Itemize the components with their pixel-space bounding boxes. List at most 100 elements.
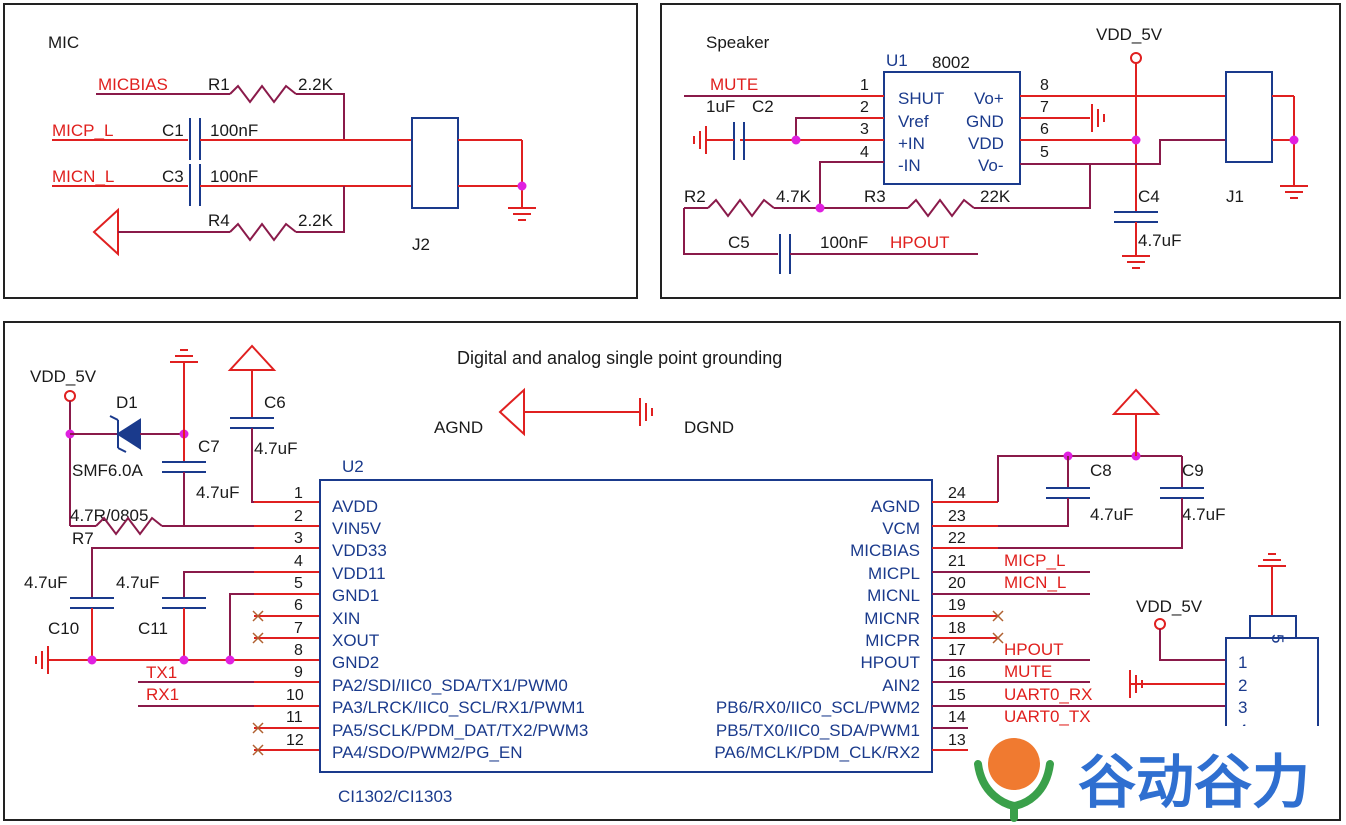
u2-pin-name: AIN2 <box>882 676 920 695</box>
u2-pin-num: 20 <box>948 575 966 592</box>
ground-symbol <box>1279 185 1309 199</box>
logo-orange-dot <box>988 738 1040 790</box>
u2-pin-name: GND2 <box>332 653 379 672</box>
c9-value: 4.7uF <box>1182 505 1225 524</box>
j1-ref: J1 <box>1226 187 1244 206</box>
c1-ref: C1 <box>162 121 184 140</box>
u2-pin-name: HPOUT <box>861 653 921 672</box>
u2-pin-num: 23 <box>948 508 966 525</box>
u2-pin-num: 3 <box>294 530 303 547</box>
u2-pin-name: GND1 <box>332 586 379 605</box>
c5-ref: C5 <box>728 233 750 252</box>
ground-symbol <box>639 397 653 427</box>
u2-pin-name: PA3/LRCK/IIC0_SCL/RX1/PWM1 <box>332 698 585 717</box>
u2-pin-num: 8 <box>294 642 303 659</box>
net-label-micn-l: MICN_L <box>1004 573 1066 592</box>
agnd-arrow-symbol <box>227 344 277 371</box>
r2-ref: R2 <box>684 187 706 206</box>
junction-dot <box>1131 135 1141 145</box>
u1-pin-name: SHUT <box>898 89 944 108</box>
u2-pin-name: MICNL <box>867 586 920 605</box>
mic-panel-frame <box>3 3 638 299</box>
c4-value: 4.7uF <box>1138 231 1181 250</box>
u2-pin-name: MICPR <box>865 631 920 650</box>
ground-symbol <box>693 125 707 155</box>
u2-pin-num: 16 <box>948 664 966 681</box>
ground-symbol <box>35 645 49 675</box>
u1-pin-num: 8 <box>1040 77 1049 94</box>
c3-value: 100nF <box>210 167 258 186</box>
c1-value: 100nF <box>210 121 258 140</box>
u2-pin-name: VCM <box>882 519 920 538</box>
ground-symbol <box>1091 103 1105 133</box>
u2-pin-num: 18 <box>948 620 966 637</box>
u2-pin-num: 1 <box>294 485 303 502</box>
grounding-note: Digital and analog single point groundin… <box>457 348 782 368</box>
u2-pin-num: 2 <box>294 508 303 525</box>
u2-pin-name: AVDD <box>332 497 378 516</box>
u1-pin-name: Vo+ <box>974 89 1004 108</box>
u2-pin-num: 7 <box>294 620 303 637</box>
speaker-panel-frame <box>660 3 1341 299</box>
c6-ref: C6 <box>264 393 286 412</box>
u1-pin-num: 5 <box>1040 144 1049 161</box>
mic-circuit: MIC MICBIAS R1 2.2K MICP_L C1 100nF MICN… <box>48 33 537 257</box>
main-panel-frame <box>3 321 1341 821</box>
r7-value: 4.7R/0805 <box>70 506 148 525</box>
d1-value: SMF6.0A <box>72 461 144 480</box>
u2-pin-name: PA6/MCLK/PDM_CLK/RX2 <box>714 743 920 762</box>
u2-pin-name: XOUT <box>332 631 379 650</box>
u1-pin-num: 1 <box>860 77 869 94</box>
u2-pin-name: VDD33 <box>332 541 387 560</box>
main-supply-label: VDD_5V <box>30 367 97 386</box>
c7-value: 4.7uF <box>196 483 239 502</box>
r1-ref: R1 <box>208 75 230 94</box>
logo-text: 谷动谷力 <box>1078 750 1310 815</box>
u2-pin-name: PA5/SCLK/PDM_DAT/TX2/PWM3 <box>332 721 588 740</box>
u2-pin-name: PB6/RX0/IIC0_SCL/PWM2 <box>716 698 920 717</box>
u2-pin-num: 6 <box>294 597 303 614</box>
u2-pin-num: 5 <box>294 575 303 592</box>
ground-symbol <box>169 349 199 363</box>
u2-pin-name: AGND <box>871 497 920 516</box>
u2-pin-num: 11 <box>286 709 303 726</box>
vdd-supply-symbol <box>1130 52 1142 64</box>
u2-pin-name: MICPL <box>868 564 920 583</box>
u1-part: 8002 <box>932 53 970 72</box>
u1-pin-num: 6 <box>1040 121 1049 138</box>
mic-panel-title: MIC <box>48 33 79 52</box>
agnd-arrow-symbol <box>1111 388 1161 415</box>
net-label-micp-l: MICP_L <box>1004 551 1065 570</box>
r3-value: 22K <box>980 187 1011 206</box>
ground-symbol <box>507 207 537 221</box>
u1-ref: U1 <box>886 51 908 70</box>
c5-value: 100nF <box>820 233 868 252</box>
r1-value: 2.2K <box>298 75 334 94</box>
speaker-panel-title: Speaker <box>706 33 770 52</box>
junction-dot <box>791 135 801 145</box>
u1-pin-name: -IN <box>898 156 921 175</box>
u1-pin-name: +IN <box>898 134 925 153</box>
u2-pin-num: 24 <box>948 485 966 502</box>
j2-ref: J2 <box>412 235 430 254</box>
ground-symbol <box>1257 553 1287 567</box>
net-label-micp-l: MICP_L <box>52 121 113 140</box>
u2-pin-name: VIN5V <box>332 519 382 538</box>
c2-ref: C2 <box>752 97 774 116</box>
c11-ref: C11 <box>138 619 168 638</box>
u2-pin-name: VDD11 <box>332 564 386 583</box>
u1-pin-num: 3 <box>860 121 869 138</box>
net-label-tx1: TX1 <box>146 663 177 682</box>
u2-pin-num: 21 <box>948 553 966 570</box>
speaker-supply-label: VDD_5V <box>1096 25 1163 44</box>
r4-value: 2.2K <box>298 211 334 230</box>
r2-resistor <box>707 198 775 218</box>
net-label-mute: MUTE <box>710 75 758 94</box>
r7-resistor <box>95 516 163 536</box>
r3-ref: R3 <box>864 187 886 206</box>
agnd-arrow-symbol <box>498 387 525 437</box>
junction-dot <box>517 181 527 191</box>
u2-pin-num: 19 <box>948 597 966 614</box>
u2-pin-name: PA2/SDI/IIC0_SDA/TX1/PWM0 <box>332 676 568 695</box>
